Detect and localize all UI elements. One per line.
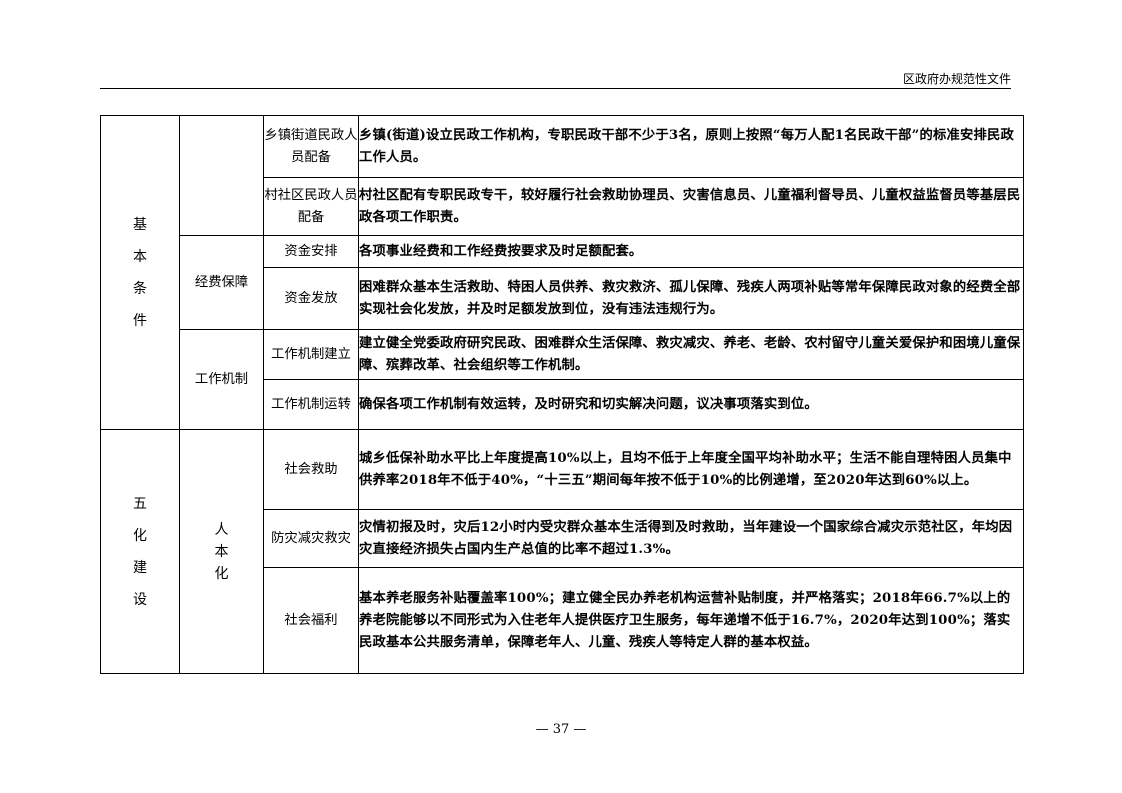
group-name [179, 115, 264, 236]
group-name: 人 本 化 [179, 429, 264, 674]
group-name-vertical: 人 本 化 [214, 521, 229, 582]
item-label: 村社区民政人员配备 [263, 177, 359, 236]
item-text: 确保各项工作机制有效运转，及时研究和切实解决问题，议决事项落实到位。 [358, 379, 1024, 430]
item-label: 乡镇街道民政人员配备 [263, 115, 359, 178]
table-row: 社会福利 基本养老服务补贴覆盖率100%；建立健全民办养老机构运营补贴制度，并严… [101, 567, 1024, 674]
item-label: 资金发放 [263, 267, 359, 330]
item-text: 乡镇(街道)设立民政工作机构，专职民政干部不少于3名，原则上按照“每万人配1名民… [358, 115, 1024, 178]
item-text: 城乡低保补助水平比上年度提高10%以上，且均不低于上年度全国平均补助水平；生活不… [358, 429, 1024, 510]
item-text: 各项事业经费和工作经费按要求及时足额配套。 [358, 235, 1024, 268]
item-text: 困难群众基本生活救助、特困人员供养、救灾救济、孤儿保障、残疾人两项补贴等常年保障… [358, 267, 1024, 330]
table-row: 村社区民政人员配备 村社区配有专职民政专干，较好履行社会救助协理员、灾害信息员、… [101, 177, 1024, 236]
item-label: 工作机制运转 [263, 379, 359, 430]
item-label: 资金安排 [263, 235, 359, 268]
section-title-basic: 基 本 条 件 [100, 115, 180, 430]
item-text: 建立健全党委政府研究民政、困难群众生活保障、救灾减灾、养老、老龄、农村留守儿童关… [358, 329, 1024, 380]
item-text: 灾情初报及时，灾后12小时内受灾群众基本生活得到及时救助，当年建设一个国家综合减… [358, 509, 1024, 568]
group-name: 经费保障 [179, 235, 264, 330]
item-label: 防灾减灾救灾 [263, 509, 359, 568]
table-row: 资金发放 困难群众基本生活救助、特困人员供养、救灾救济、孤儿保障、残疾人两项补贴… [101, 267, 1024, 330]
item-label: 社会福利 [263, 567, 359, 674]
page-number: — 37 — [535, 722, 587, 737]
table-row: 基 本 条 件 乡镇街道民政人员配备 乡镇(街道)设立民政工作机构，专职民政干部… [100, 115, 1024, 430]
table-row: 工作机制运转 确保各项工作机制有效运转，及时研究和切实解决问题，议决事项落实到位… [101, 379, 1024, 430]
section-title-five: 五 化 建 设 [100, 429, 180, 674]
item-label: 工作机制建立 [263, 329, 359, 380]
standards-table: 基 本 条 件 乡镇街道民政人员配备 乡镇(街道)设立民政工作机构，专职民政干部… [100, 115, 1024, 674]
table-row: 五 化 建 设 人 本 化 社会救助 城乡低保补助水平比上年度提高10%以上，且… [100, 429, 1024, 674]
table-row: 工作机制 工作机制建立 建立健全党委政府研究民政、困难群众生活保障、救灾减灾、养… [101, 329, 1024, 430]
item-label: 社会救助 [263, 429, 359, 510]
item-text: 村社区配有专职民政专干，较好履行社会救助协理员、灾害信息员、儿童福利督导员、儿童… [358, 177, 1024, 236]
group-name: 工作机制 [179, 329, 264, 430]
item-text: 基本养老服务补贴覆盖率100%；建立健全民办养老机构运营补贴制度，并严格落实；2… [358, 567, 1024, 674]
table-row: 防灾减灾救灾 灾情初报及时，灾后12小时内受灾群众基本生活得到及时救助，当年建设… [101, 509, 1024, 568]
table-row: 经费保障 资金安排 各项事业经费和工作经费按要求及时足额配套。 [101, 235, 1024, 330]
header-title: 区政府办规范性文件 [902, 72, 1011, 86]
page-header: 区政府办规范性文件 [100, 72, 1011, 89]
